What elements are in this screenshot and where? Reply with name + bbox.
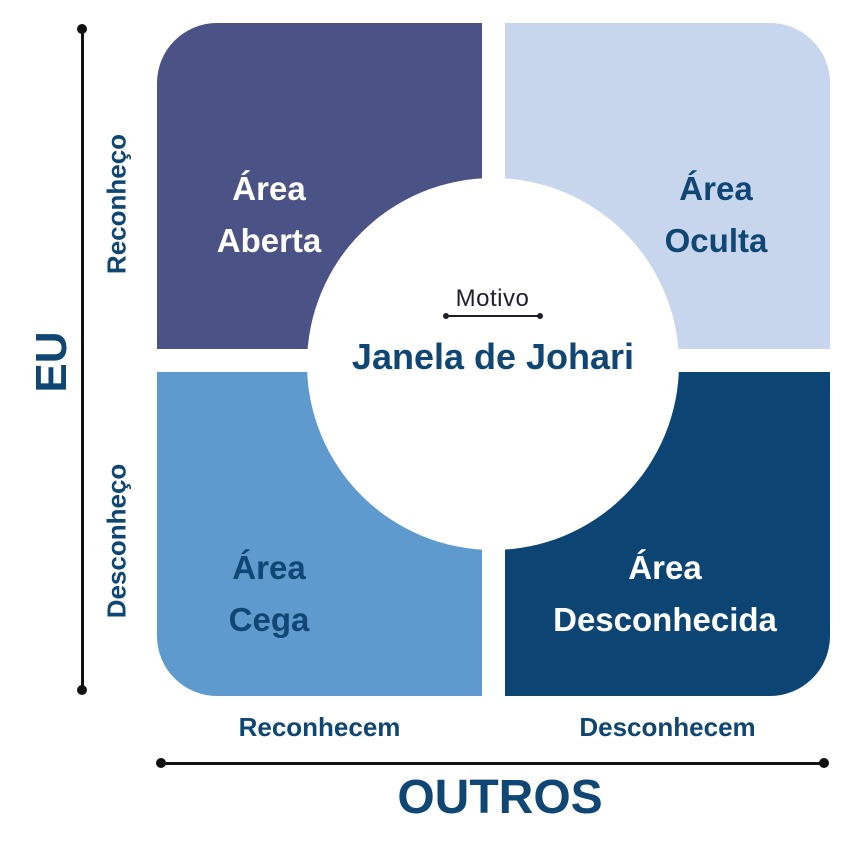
column-label-left: Reconhecem: [238, 712, 401, 742]
quadrant-hidden-area-line2: Oculta: [664, 222, 768, 259]
x-axis-label: OUTROS: [397, 771, 603, 824]
quadrant-blind-area-line1: Área: [232, 549, 306, 586]
column-label-right: Desconhecem: [579, 712, 756, 742]
brand-logo-dot-left: [443, 313, 449, 319]
x-axis-line: [161, 762, 825, 765]
y-axis-label: EU: [27, 331, 76, 393]
center-circle: [307, 178, 679, 550]
y-axis-line: [81, 29, 84, 691]
quadrant-blind-area-label: Área Cega: [157, 542, 381, 646]
quadrant-open-area-line2: Aberta: [216, 222, 322, 259]
quadrant-open-area-line1: Área: [232, 170, 306, 207]
quadrant-open-area-label: Área Aberta: [157, 163, 381, 267]
diagram-title: Janela de Johari: [351, 336, 635, 377]
quadrant-blind-area-line2: Cega: [228, 601, 310, 638]
x-axis-left-dot: [156, 758, 166, 768]
brand-logo: Motivo: [455, 285, 530, 312]
row-label-top: Reconheço: [101, 133, 132, 275]
brand-logo-dot-right: [537, 313, 543, 319]
quadrant-unknown-area-line1: Área: [628, 549, 702, 586]
quadrant-hidden-area-line1: Área: [679, 170, 753, 207]
y-axis-top-dot: [77, 24, 87, 34]
brand-logo-underline: [446, 315, 540, 317]
quadrant-hidden-area-label: Área Oculta: [602, 163, 830, 267]
quadrant-unknown-area-line2: Desconhecida: [553, 601, 777, 638]
x-axis-right-dot: [819, 758, 829, 768]
quadrant-unknown-area-label: Área Desconhecida: [525, 542, 805, 646]
row-label-bottom: Desconheço: [101, 463, 132, 619]
y-axis-bottom-dot: [77, 685, 87, 695]
